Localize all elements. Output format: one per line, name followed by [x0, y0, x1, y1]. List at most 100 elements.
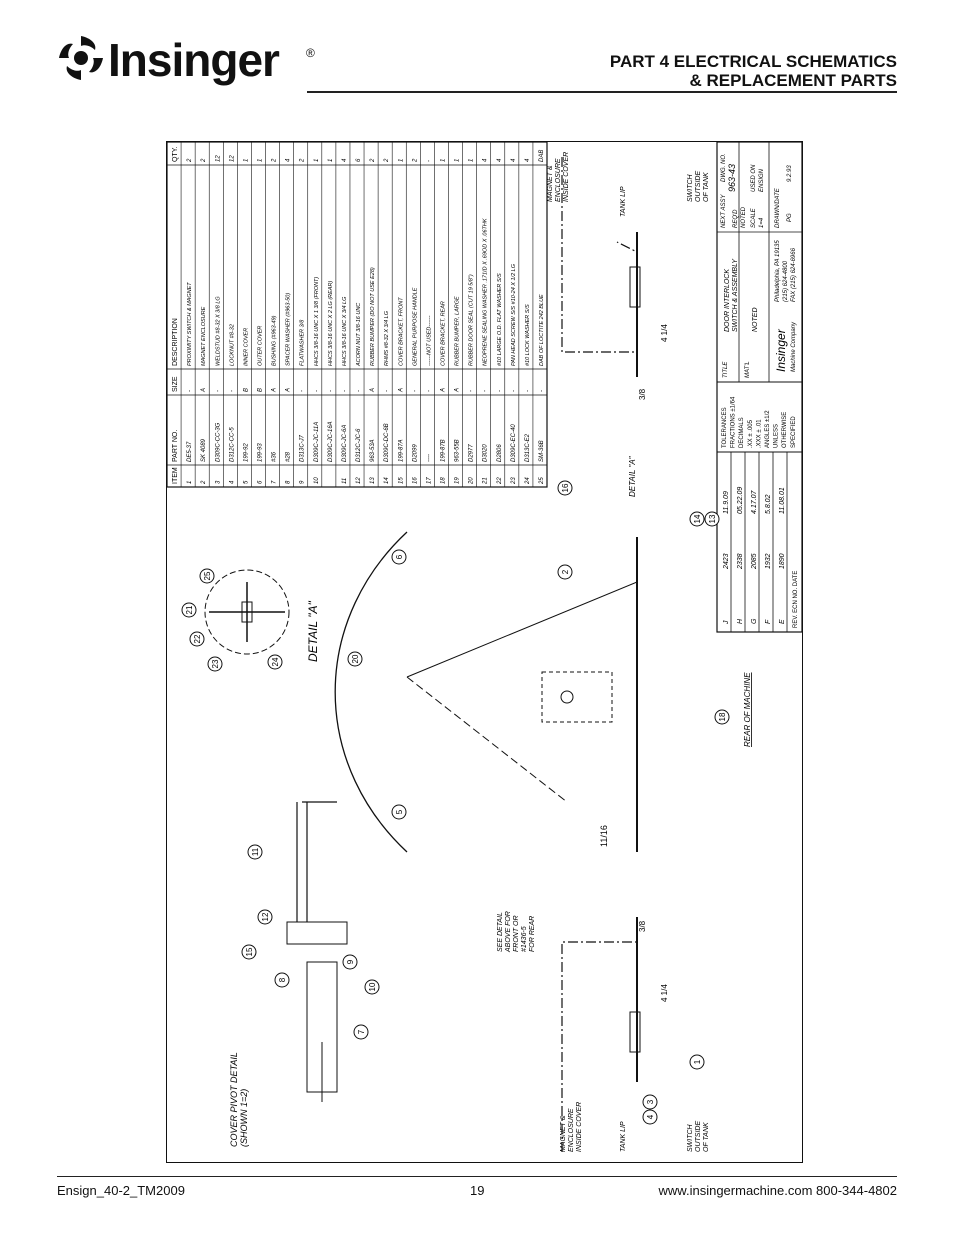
revision-cell: 2338: [737, 553, 744, 570]
bom-cell: -: [187, 390, 193, 392]
bom-cell: 5: [243, 480, 249, 484]
bom-cell: D312C-JC-6: [356, 428, 362, 462]
bom-cell: 199-87A: [398, 439, 404, 462]
bom-cell: 25: [539, 477, 545, 485]
title-block-drawn-label: DRAWN/DATE: [775, 187, 781, 228]
bom-cell: RUBBER DOOR SEAL (CUT 19 5/8"): [469, 274, 475, 366]
tolerance-line: DECIMALS: [739, 417, 745, 448]
tolerance-line: OTHERWISE: [782, 412, 788, 448]
svg-text:22: 22: [193, 634, 202, 643]
dim-4-1-4-bottom: 4 1/4: [660, 984, 669, 1002]
svg-text:3: 3: [646, 1099, 655, 1104]
brand-name: Insinger: [108, 34, 280, 86]
bom-cell: 2: [370, 158, 376, 163]
revision-cell: J: [723, 620, 730, 625]
title-block-title-label: TITLE: [723, 361, 729, 378]
item-balloon: 18: [714, 709, 730, 725]
svg-text:6: 6: [395, 554, 404, 559]
bom-cell: D313C-E2: [525, 433, 531, 462]
title-block-next-assy: NEXT ASSY: [721, 194, 727, 228]
bom-cell: -: [384, 390, 390, 392]
bom-cell: -: [314, 390, 320, 392]
tolerance-line: .XXX ± .01: [756, 419, 762, 448]
revision-cell: 2085: [751, 553, 758, 570]
bom-cell: 2: [187, 158, 193, 163]
bom-cell: ------NOT USED------: [426, 315, 432, 366]
bom-cell: 1: [469, 159, 475, 162]
bom-cell: -: [426, 160, 432, 162]
bom-cell: -: [426, 390, 432, 392]
title-block-company: Insinger: [774, 328, 788, 372]
bom-cell: PROXIMITY SWITCH & MAGNET: [187, 282, 193, 366]
bom-cell: D2977: [469, 444, 475, 462]
bom-cell: INNER COVER: [243, 328, 249, 366]
item-balloon: 9: [342, 954, 358, 970]
title-block-title-line1: DOOR INTERLOCK: [724, 269, 731, 332]
bom-cell: OUTER COVER: [258, 326, 264, 366]
bom-cell: FLATWASHER 3/8: [300, 319, 306, 366]
cover-pivot-label: COVER PIVOT DETAIL: [229, 1052, 239, 1147]
bom-cell: D3020: [483, 444, 489, 462]
bom-cell: 8: [286, 480, 292, 484]
bom-cell: 9: [300, 480, 306, 484]
bom-cell: DAB OF LOCTITE 242 BLUE: [539, 294, 545, 366]
bom-cell: 16: [412, 477, 418, 484]
svg-text:16: 16: [561, 483, 570, 492]
title-block-matl-value: NOTED: [752, 308, 759, 333]
bom-cell: -: [539, 390, 545, 392]
title-block-matl-label: MAT'L: [745, 361, 751, 378]
bom-cell: 23: [511, 477, 517, 485]
bom-cell: ACORN NUT 3/8-16 UNC: [356, 303, 362, 367]
bom-cell: 4: [525, 158, 531, 162]
bom-cell: 6: [258, 480, 264, 484]
bom-cell: A: [440, 388, 446, 393]
revision-cell: 11.08.01: [779, 487, 786, 514]
svg-text:15: 15: [245, 947, 254, 956]
bom-cell: 19: [455, 477, 461, 484]
bom-cell: ----: [426, 454, 432, 462]
tank-lip-top-label: TANK LIP: [620, 186, 627, 217]
switch-outside-bottom: SWITCH OUTSIDE OF TANK: [687, 1119, 710, 1152]
bom-cell: MAGNET ENCLOSURE: [201, 306, 207, 366]
item-balloon: 6: [391, 549, 407, 565]
bom-cell: 2: [300, 158, 306, 163]
bom-cell: COVER BRACKET, REAR: [440, 301, 446, 366]
detail-a-view: DETAIL "A": [204, 569, 320, 662]
item-balloon: 4: [642, 1109, 658, 1125]
bom-cell: HHCS 3/8-16 UNC X 3/4 LG: [342, 296, 348, 366]
svg-text:14: 14: [693, 514, 702, 523]
bom-cell: -: [483, 390, 489, 392]
footer-rule: [57, 1176, 897, 1177]
bom-cell: A: [286, 388, 292, 393]
bom-cell: 12: [215, 155, 221, 162]
item-balloon: 14: [689, 511, 705, 527]
title-block-scale-label: SCALE: [751, 207, 757, 228]
title-block-title-line2: SWITCH & ASSEMBLY: [732, 258, 739, 332]
bom-cell: 12: [356, 477, 362, 484]
bom-cell: SPACER WASHER (#963-50): [286, 293, 292, 366]
tolerance-line: .XX ± .005: [748, 419, 754, 448]
dim-4-1-4-top: 4 1/4: [660, 324, 669, 342]
tank-lip-bottom: 3/8 4 1/4 TANK LIP SWITCH OUTSIDE OF TAN…: [497, 911, 710, 1152]
revision-cell: 1890: [779, 553, 786, 569]
item-balloon: 2: [557, 564, 573, 580]
bom-cell: D2806: [497, 444, 503, 462]
revision-cell: H: [737, 618, 744, 624]
magnet-enclosure-top: MAGNET & ENCLOSURE INSIDE COVER: [547, 152, 570, 202]
item-balloon: 8: [274, 972, 290, 988]
item-balloon: 10: [364, 979, 380, 995]
bom-header-cell: DESCRIPTION: [172, 318, 179, 366]
revision-cell: 5.8.02: [765, 494, 772, 514]
title-block-dwg-no: 963-43: [727, 164, 737, 192]
revision-cell: 05.22.09: [737, 487, 744, 514]
cover-assembly: REAR OF MACHINE DETAIL "A" 11/16: [334, 455, 752, 853]
bom-cell: 963-55B: [455, 439, 461, 462]
svg-text:13: 13: [708, 514, 717, 523]
bom-cell: #10 LOCK WASHER S/S: [525, 304, 531, 366]
bom-cell: RUBBER BUMPER, LARGE: [455, 296, 461, 366]
bom-cell: 22: [497, 477, 503, 485]
item-balloon: 20: [347, 651, 363, 667]
